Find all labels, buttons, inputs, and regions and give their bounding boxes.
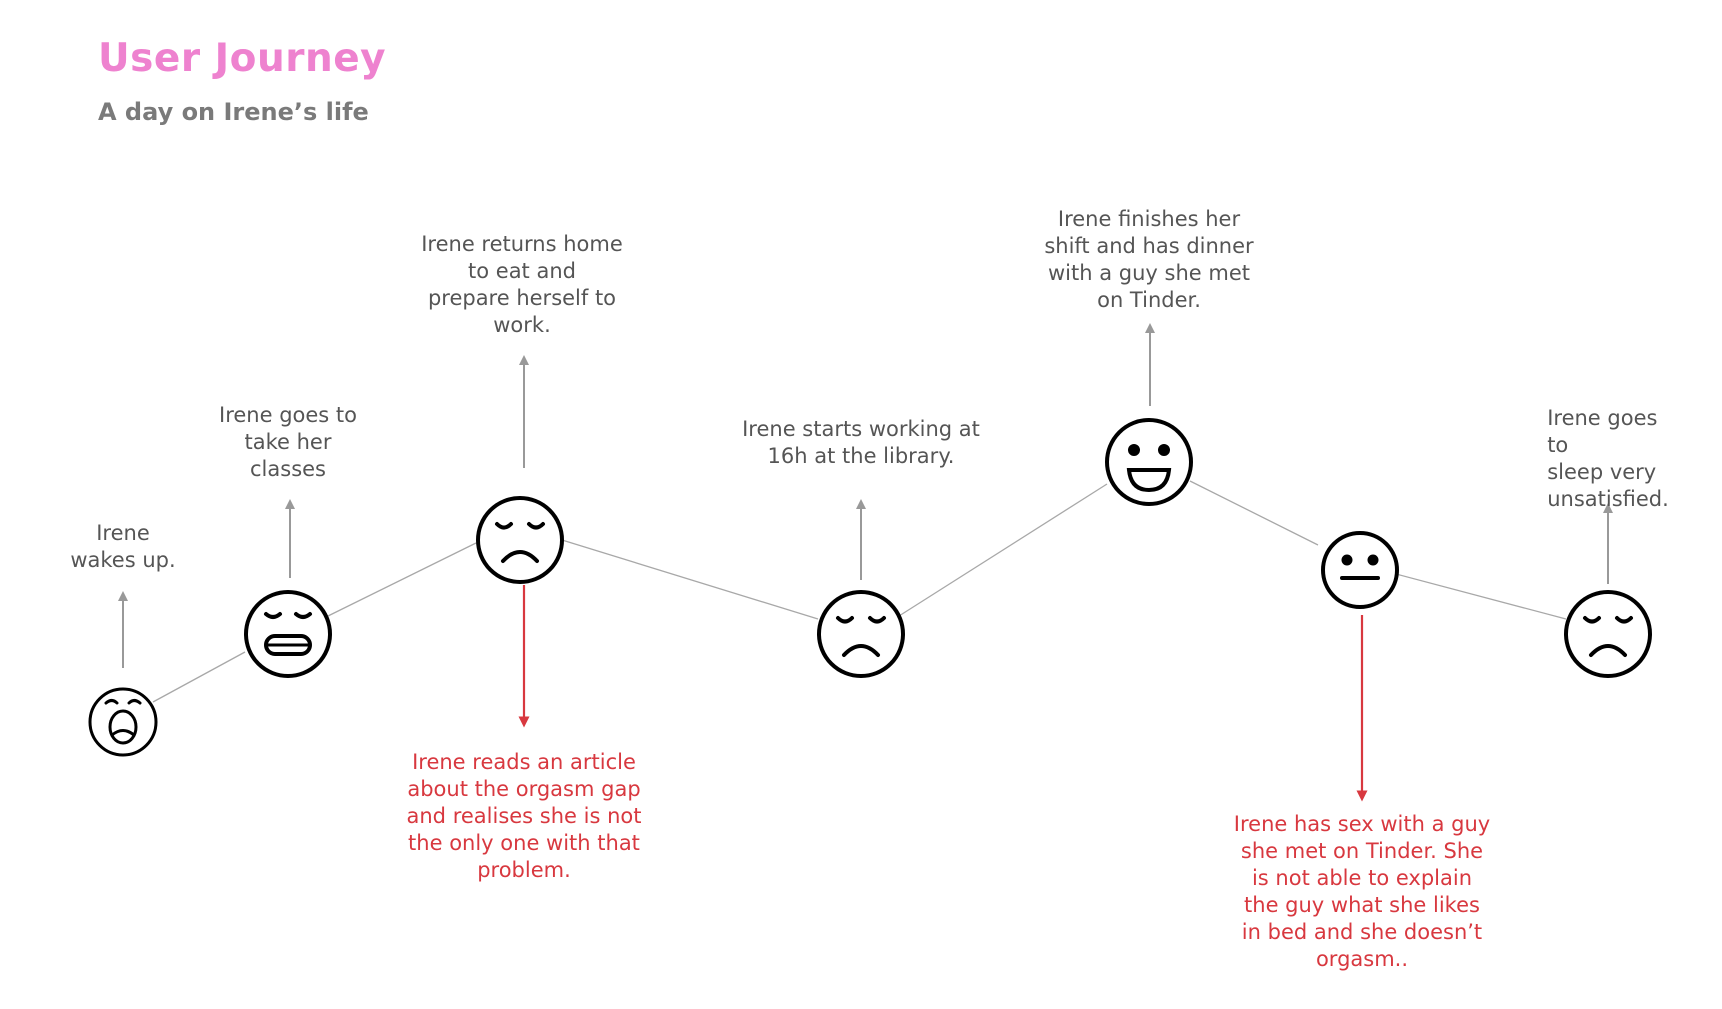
pain-point-article: Irene reads an article about the orgasm … (406, 750, 642, 882)
down-arrows (518, 585, 1368, 802)
step-note-returns-home: Irene returns home to eat and prepare he… (421, 232, 623, 337)
happy-face-icon (1105, 418, 1193, 506)
sad-face-icon (817, 590, 905, 678)
pain-point-tinder: Irene has sex with a guy she met on Tind… (1233, 812, 1491, 971)
sad-face-icon (476, 496, 564, 584)
yawning-face-icon (88, 687, 158, 757)
up-arrows (118, 323, 1613, 668)
step-note-starts-working: Irene starts working at 16h at the libra… (742, 417, 980, 468)
page-title: User Journey (98, 36, 387, 81)
sad-face-icon (1564, 590, 1652, 678)
grimacing-face-icon (244, 590, 332, 678)
step-note-wakes-up: Irene wakes up. (70, 521, 176, 572)
neutral-face-icon (1321, 531, 1399, 609)
step-note-sleep: Irene goes to sleep very unsatisfied. (1547, 406, 1669, 511)
journey-line (152, 480, 1567, 703)
page-subtitle: A day on Irene’s life (98, 98, 369, 126)
step-note-dinner: Irene finishes her shift and has dinner … (1044, 207, 1254, 312)
step-note-classes: Irene goes to take her classes (219, 403, 357, 481)
